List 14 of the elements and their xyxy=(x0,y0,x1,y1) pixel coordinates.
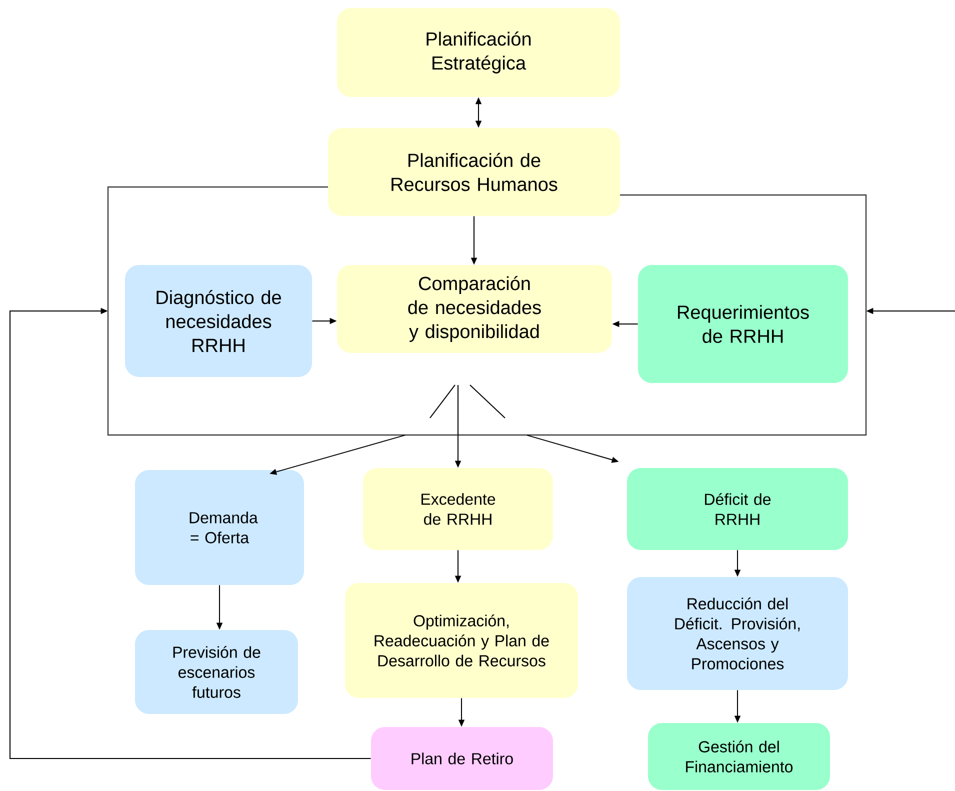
process-box: Diagnóstico de necesidades RRHH xyxy=(125,264,312,377)
process-box: Demanda = Oferta xyxy=(135,470,304,585)
process-box: Déficit de RRHH xyxy=(627,468,848,550)
process-box: Previsión de escenarios futuros xyxy=(135,630,298,714)
process-box: Planificación de Recursos Humanos xyxy=(328,128,620,216)
process-box: Gestión del Financiamiento xyxy=(648,722,830,790)
process-box: Plan de Retiro xyxy=(371,726,553,790)
arrow xyxy=(10,308,372,759)
process-box: Planificación Estratégica xyxy=(337,8,620,97)
process-box: Reducción del Déficit. Provisión, Ascensos y Promociones xyxy=(627,576,848,690)
process-box: Comparación de necesidades y disponibilidad xyxy=(337,264,612,353)
process-box: Requerimientos de RRHH xyxy=(638,264,848,383)
process-box: Excedente de RRHH xyxy=(363,468,553,550)
process-box: Optimización, Readecuación y Plan de Desarrollo de Recursos xyxy=(345,582,578,698)
